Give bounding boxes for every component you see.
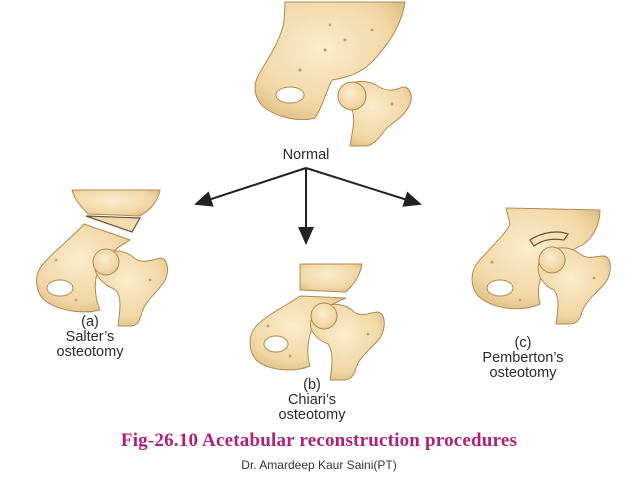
pemberton-obturator [486,279,514,297]
salter-hip [36,189,168,327]
chiari-femoral-head [310,302,338,330]
pemberton-hip [471,207,611,325]
label-pemberton-line1: Pemberton’s [482,350,564,366]
label-pemberton: (c) Pemberton’s osteotomy [458,336,588,381]
salter-obturator [46,279,74,297]
label-chiari-letter: (b) [303,377,321,393]
label-salter-letter: (a) [81,314,99,330]
chiari-ilium [299,263,363,293]
label-pemberton-line2: osteotomy [489,365,557,381]
label-salter-line1: Salter’s [65,329,115,345]
label-chiari-line2: osteotomy [278,407,346,423]
arrow-to-salter [194,167,307,207]
label-salter-line2: osteotomy [56,344,124,360]
label-normal: Normal [268,148,344,163]
figure-caption: Fig-26.10 Acetabular reconstruction proc… [120,430,518,451]
pemberton-femoral-head [538,246,566,274]
arrow-to-pemberton [305,167,422,207]
chiari-obturator [263,335,289,353]
salter-femoral-head [92,248,120,276]
label-normal-text: Normal [282,147,330,163]
salter-wedge-graft [85,215,142,233]
arrows [194,167,422,245]
label-salter: (a) Salter’s osteotomy [40,315,140,360]
normal-hip [254,1,412,147]
chiari-hip [249,263,385,381]
label-pemberton-letter: (c) [514,335,532,351]
normal-obturator [275,86,305,104]
normal-femoral-head [337,81,367,111]
label-chiari-line1: Chiari’s [287,392,337,408]
author-credit: Dr. Amardeep Kaur Saini(PT) [241,458,397,472]
salter-ilium [71,189,161,217]
label-chiari: (b) Chiari’s osteotomy [262,378,362,423]
pemberton-graft [529,231,569,247]
